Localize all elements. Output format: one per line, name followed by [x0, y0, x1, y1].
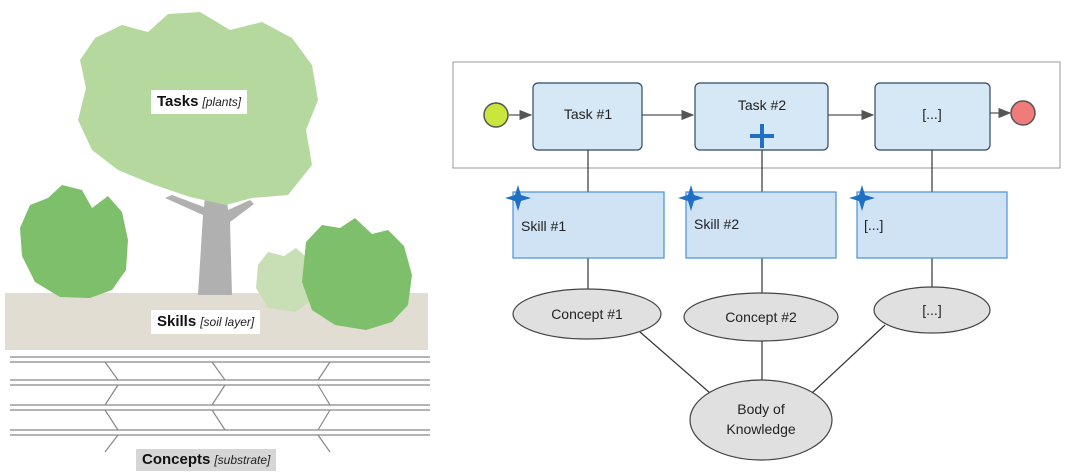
start-event-icon — [483, 102, 509, 128]
tasks-label-note: [plants] — [202, 95, 242, 109]
tasks-label: Tasks[plants] — [151, 90, 248, 114]
concept-label-3: [...] — [922, 302, 941, 318]
sparkle-icon — [678, 185, 704, 211]
concept-ellipse-2 — [683, 292, 839, 342]
concepts-label-text: Concepts — [142, 451, 211, 468]
tasks-label-text: Tasks — [157, 93, 199, 110]
end-event-icon — [1010, 100, 1036, 126]
connectors — [587, 150, 933, 394]
bush-left — [20, 185, 128, 298]
substrate-pattern — [10, 356, 430, 453]
skill-label-1: Skill #1 — [521, 218, 566, 234]
skill-label-3: [...] — [864, 217, 883, 233]
sparkle-icon — [849, 185, 875, 211]
concept-ellipse-1 — [512, 288, 662, 340]
skills-label-note: [soil layer] — [200, 315, 255, 329]
sparkle-icon — [505, 185, 531, 211]
sequence-flow — [509, 107, 1012, 121]
task-box-2 — [694, 82, 829, 151]
concepts-label: Concepts[substrate] — [136, 449, 277, 471]
task-label-3: [...] — [922, 106, 941, 122]
skill-box-2 — [685, 191, 837, 259]
concept-label-2: Concept #2 — [725, 309, 797, 325]
body-of-knowledge-ellipse — [689, 379, 833, 461]
concept-ellipse-3 — [873, 286, 991, 334]
skill-label-2: Skill #2 — [694, 216, 739, 232]
task-box-1 — [532, 82, 643, 151]
concept-label-1: Concept #1 — [551, 306, 623, 322]
task-label-1: Task #1 — [564, 106, 612, 122]
body-of-knowledge-line2: Knowledge — [726, 421, 795, 437]
skill-box-1 — [512, 191, 665, 259]
skills-label-text: Skills — [157, 313, 197, 330]
task-label-2: Task #2 — [738, 97, 786, 113]
skills-label: Skills[soil layer] — [151, 310, 261, 334]
skill-box-3 — [856, 191, 1008, 259]
bush-back — [256, 248, 318, 312]
plus-icon — [750, 124, 774, 148]
bush-right — [302, 218, 412, 330]
tree-trunk — [165, 175, 254, 295]
body-of-knowledge-line1: Body of — [737, 401, 785, 417]
concepts-label-note: [substrate] — [214, 453, 271, 467]
task-box-3 — [874, 82, 991, 151]
